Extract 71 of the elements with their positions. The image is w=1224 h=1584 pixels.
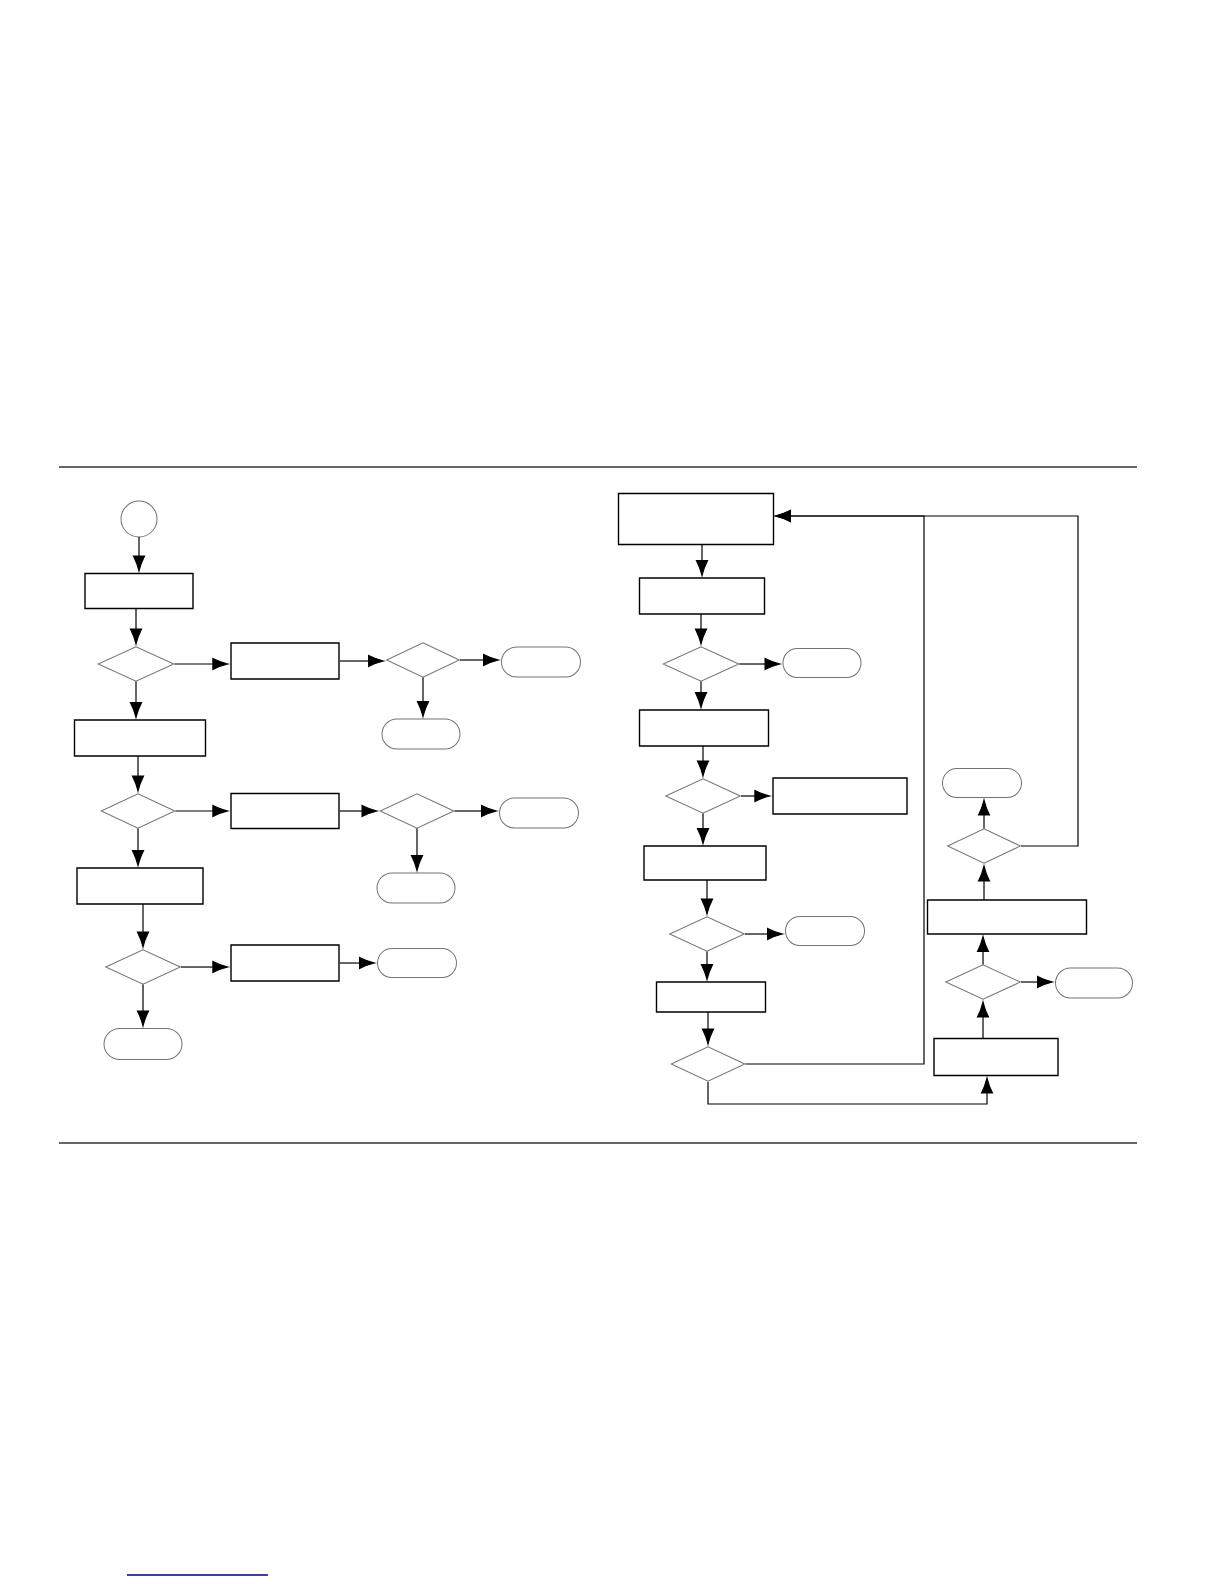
process-box [617,492,775,546]
arrow [132,536,146,572]
arrow [459,653,500,667]
arrow [977,799,991,830]
arrow [738,657,781,671]
arrow [174,804,229,818]
arrow [180,960,229,974]
terminal-box [377,948,457,978]
decision-diamond [662,646,740,682]
terminal-box [782,648,862,678]
arrow [707,1077,994,1105]
terminal-box [499,797,579,829]
arrow [694,613,708,645]
arrow [700,879,714,915]
arrow [131,827,145,867]
terminal-box [103,1028,183,1060]
arrow [744,927,784,941]
arrow [410,827,424,872]
decision-diamond [379,793,455,829]
arrow [696,812,710,845]
terminal-box [1055,967,1133,999]
arrow [416,676,430,718]
arrow [339,654,385,668]
decision-diamond [386,642,460,678]
decision-diamond [665,778,741,814]
process-box [230,944,340,982]
decision-diamond [945,964,1021,1000]
decision-diamond [947,828,1021,864]
arrow [696,745,710,777]
arrow [129,607,143,645]
start-circle [120,500,158,538]
decision-diamond [100,793,176,829]
arrow [136,903,150,948]
arrow [701,1011,715,1045]
process-box [926,899,1088,935]
arrow [131,755,145,792]
arrow [976,1001,990,1040]
terminal-box [942,768,1022,798]
arrow [339,956,376,970]
process-box [655,981,767,1013]
arrow [173,657,229,671]
decision-diamond [105,949,181,985]
arrow [774,509,1079,847]
arrow [694,680,708,709]
process-box [76,867,204,905]
decision-diamond [97,646,175,682]
process-box [230,642,340,680]
arrow [136,983,150,1027]
process-box [638,709,770,747]
terminal-box [785,916,865,946]
process-box [643,845,767,881]
arrow [129,680,143,719]
process-box [772,777,908,815]
process-box [73,719,207,757]
process-box [638,577,766,615]
arrow [695,543,709,577]
terminal-box [501,646,581,678]
terminal-box [376,872,456,904]
decision-diamond [669,916,745,952]
arrow [700,950,714,981]
arrow [1020,975,1054,989]
process-box [84,572,194,610]
arrow [453,804,498,818]
arrow [977,865,991,901]
terminal-box [381,718,461,750]
arrow [339,804,378,818]
arrow [976,936,990,966]
process-box [230,792,340,830]
arrow [740,789,771,803]
decision-diamond [670,1046,746,1082]
process-box [933,1037,1059,1077]
